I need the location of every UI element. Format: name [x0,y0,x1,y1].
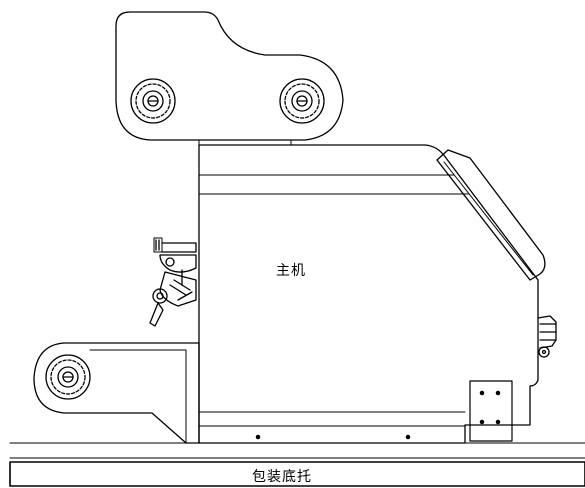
control-panel [436,149,546,281]
top-left-roller-knob [130,78,176,124]
top-right-roller-knob [279,78,325,124]
control-panel-edge [443,161,534,276]
bracket-hole [495,419,501,425]
bracket-hole [479,419,485,425]
main-unit-label: 主机 [276,263,306,279]
bracket-hole [495,390,501,396]
cutter-head-assembly [149,237,197,327]
pallet-outline [9,461,585,487]
body-screw-left [255,434,261,440]
pallet-label: 包装底托 [252,469,312,485]
main-body-outline [198,144,539,444]
front-bracket [469,380,513,442]
body-screw-right [405,434,411,440]
top-unwind-plate [115,11,344,141]
top-plate-bracket [198,139,292,146]
bottom-roller-knob [45,354,91,400]
right-side-knob [537,315,557,358]
bottom-feed-arm [33,342,200,444]
bracket-hole [479,390,485,396]
